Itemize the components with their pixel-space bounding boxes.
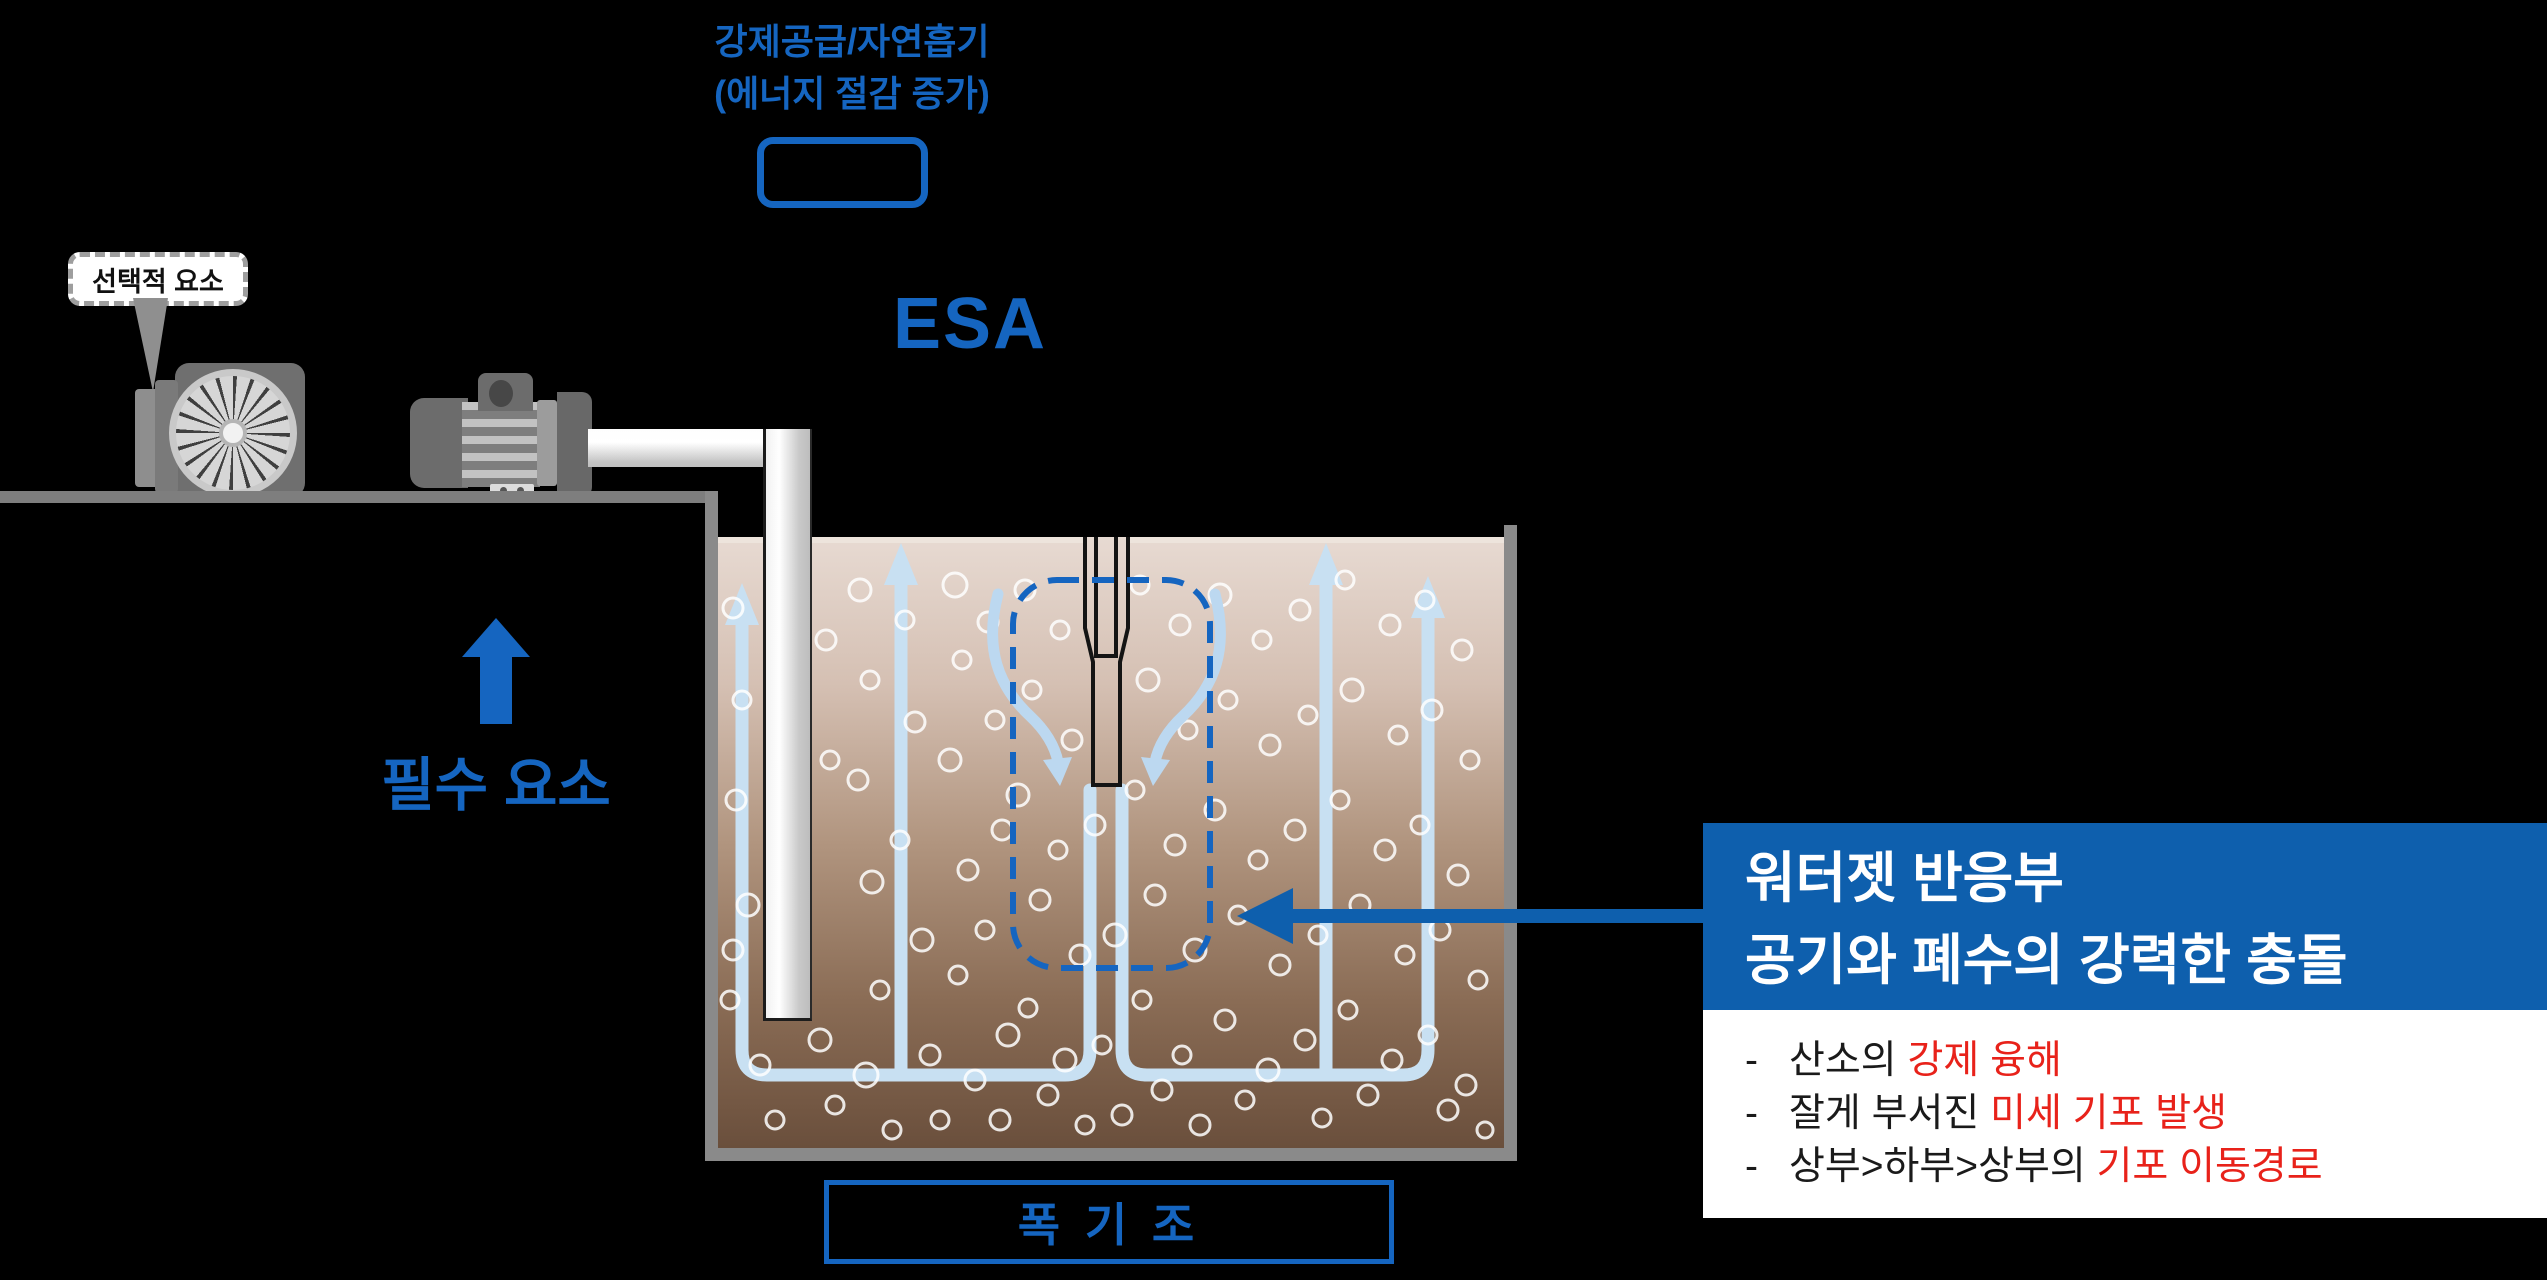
motor-right-cap	[557, 392, 592, 497]
bullet-highlight-text: 기포 이동경로	[2096, 1145, 2323, 1188]
callout-title-line2: 공기와 폐수의 강력한 충돌	[1745, 929, 2348, 991]
motor-left-cap	[410, 398, 468, 488]
ground-line	[0, 491, 718, 503]
essential-up-arrow	[462, 618, 530, 724]
tank-wall-bottom	[705, 1148, 1517, 1161]
bullet-highlight-text: 강제 융해	[1907, 1039, 2062, 1082]
tank-wall-right	[1504, 525, 1517, 1161]
callout-title-line1: 워터젯 반응부	[1745, 847, 2064, 909]
bullet-dash: -	[1745, 1092, 1758, 1135]
bullet-plain-text: 산소의	[1789, 1039, 1908, 1082]
water-surface	[718, 537, 1504, 543]
optional-element-text: 선택적 요소	[92, 266, 224, 297]
supply-mode-line1: 강제공급/자연흡기	[714, 21, 990, 62]
esa-label: ESA	[893, 284, 1048, 364]
esa-device-box	[757, 137, 928, 208]
pump-pipe-vertical	[763, 429, 812, 1021]
blower-bracket-inner	[155, 380, 178, 493]
aeration-tank-label: 폭 기 조	[1017, 1199, 1201, 1251]
bullet-dash: -	[1745, 1145, 1758, 1188]
foot-bolt-hole	[500, 487, 507, 494]
callout-header: 워터젯 반응부 공기와 폐수의 강력한 충돌	[1703, 823, 2547, 1010]
essential-element-label: 필수 요소	[381, 753, 611, 818]
supply-mode-line2: (에너지 절감 증가)	[714, 73, 990, 114]
optional-label-pointer	[133, 298, 168, 392]
essential-arrow-head	[462, 618, 530, 657]
bullet-plain-text: 잘게 부서진	[1789, 1092, 1991, 1135]
motor-flange-plate	[537, 400, 557, 486]
tank-water	[718, 537, 1504, 1148]
bullet-item: -잘게 부서진 미세 기포 발생	[1745, 1087, 2547, 1140]
optional-element-label: 선택적 요소	[68, 252, 248, 306]
foot-bolt-hole	[517, 487, 524, 494]
bullet-item: -산소의 강제 융해	[1745, 1034, 2547, 1087]
fan-hub	[219, 419, 247, 447]
essential-arrow-shaft	[480, 654, 512, 724]
bullet-dash: -	[1745, 1039, 1758, 1082]
motor-fins	[462, 402, 540, 487]
supply-mode-label: 강제공급/자연흡기 (에너지 절감 증가)	[640, 16, 1064, 120]
tank-wall-left	[705, 491, 718, 1161]
bullet-plain-text: 상부>하부>상부의	[1789, 1145, 2097, 1188]
motor-terminal-eye	[489, 380, 513, 407]
bullet-highlight-text: 미세 기포 발생	[1990, 1092, 2228, 1135]
bullet-item: -상부>하부>상부의 기포 이동경로	[1745, 1140, 2547, 1193]
callout-bullet-list: -산소의 강제 융해 -잘게 부서진 미세 기포 발생 -상부>하부>상부의 기…	[1703, 1010, 2547, 1218]
aeration-tank-label-box: 폭 기 조	[824, 1180, 1394, 1264]
